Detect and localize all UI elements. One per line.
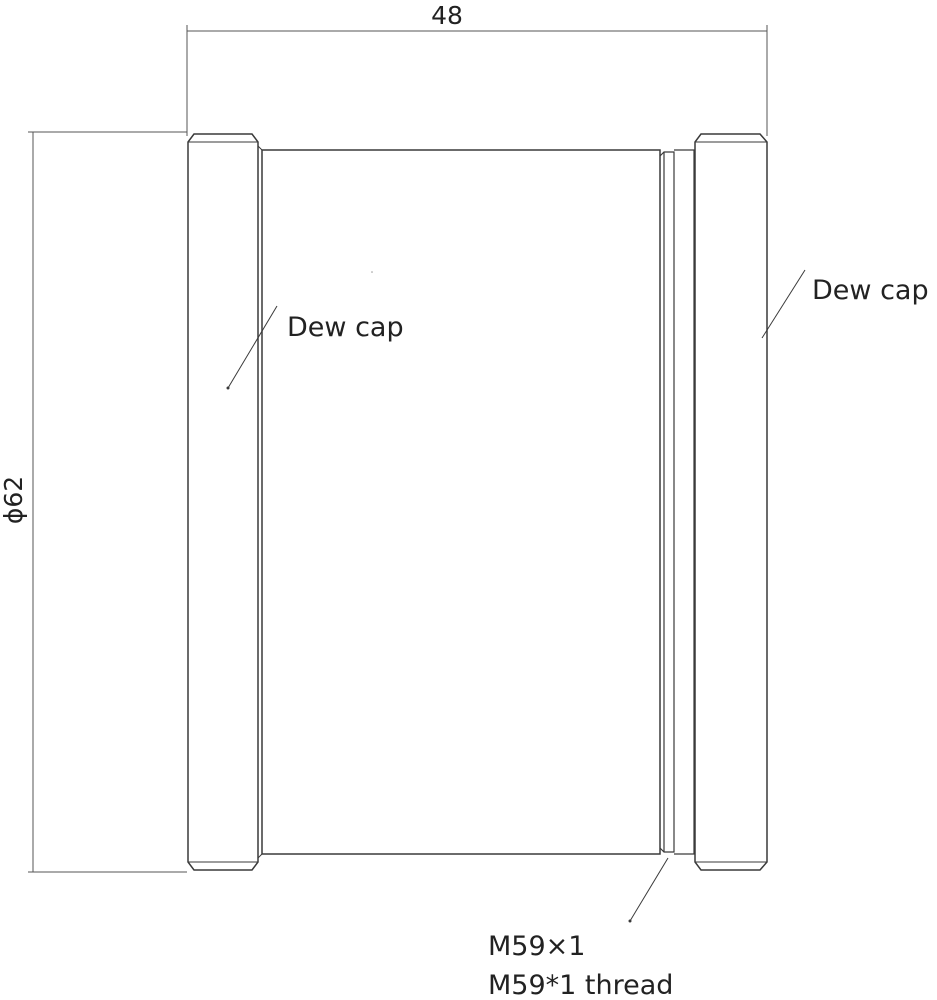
leader-dot-thread bbox=[628, 919, 632, 923]
stray-mark bbox=[371, 271, 373, 273]
thread-section bbox=[659, 149, 695, 855]
callout-dew-cap-left: Dew cap bbox=[226, 305, 404, 390]
diameter-dimension-label: ϕ62 bbox=[0, 476, 28, 524]
thread-label-line2: M59*1 thread bbox=[488, 970, 673, 1000]
width-dimension-label: 48 bbox=[431, 1, 463, 30]
callout-thread: M59×1 M59*1 thread bbox=[488, 857, 673, 1000]
callout-dew-cap-right: Dew cap bbox=[761, 269, 929, 339]
thread-label-line1: M59×1 bbox=[488, 931, 585, 962]
leader-line-thread bbox=[629, 857, 669, 922]
dew-cap-label-right: Dew cap bbox=[812, 275, 929, 306]
leader-line-left bbox=[227, 305, 278, 389]
right-dew-cap-ring bbox=[694, 133, 768, 871]
leader-line-right bbox=[761, 269, 806, 339]
width-dimension: 48 bbox=[186, 1, 768, 136]
diameter-dimension: ϕ62 bbox=[0, 131, 187, 873]
left-dew-cap-ring bbox=[187, 133, 263, 871]
body-tube bbox=[261, 149, 661, 855]
leader-dot-left bbox=[226, 386, 230, 390]
dew-cap-label-left: Dew cap bbox=[287, 312, 404, 343]
